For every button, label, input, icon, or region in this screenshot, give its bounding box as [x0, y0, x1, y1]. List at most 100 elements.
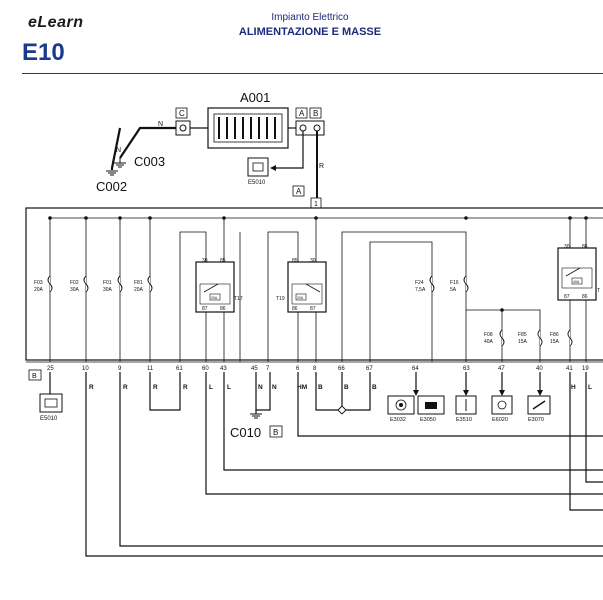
- e3510-icon: [455, 395, 477, 415]
- pin-11: 11: [147, 366, 154, 372]
- connector-pin-1: 1: [314, 201, 318, 208]
- fuse-f86-id: F86: [550, 332, 559, 338]
- fuse-f85-id: F85: [518, 332, 527, 338]
- fuse-f16-id: F16: [450, 280, 459, 286]
- pin-41: 41: [566, 366, 573, 372]
- ground-c002-label: C002: [96, 179, 127, 194]
- relay-t-pin-1: 30: [564, 244, 570, 250]
- fuse-f08-rating: 40A: [484, 339, 494, 345]
- e3070-icon: [527, 395, 551, 415]
- fuse-f81-symbol: [147, 275, 153, 293]
- connector-c-box: C: [179, 109, 185, 118]
- wire-color-19: L: [588, 384, 592, 391]
- fuse-f24-rating: 7,5A: [415, 287, 426, 293]
- pin-63: 63: [463, 366, 470, 372]
- wire-n-label-1: N: [158, 121, 163, 128]
- wire-color-61: R: [183, 384, 188, 391]
- wire-color-60: L: [209, 384, 213, 391]
- fuse-box-outline: [25, 207, 603, 361]
- wire-color-7: N: [272, 384, 277, 391]
- wire-color-67: B: [372, 384, 377, 391]
- e3050-icon: [417, 395, 445, 415]
- relay-t19-pin-3: 86: [292, 306, 298, 312]
- e6020-icon: [491, 395, 513, 415]
- fuse-f02-rating: 30A: [70, 287, 80, 293]
- pin-8: 8: [313, 366, 317, 372]
- fuse-f81-id: F81: [134, 280, 143, 286]
- wire-color-6: HM: [297, 384, 307, 391]
- wire-r-label-1: R: [319, 163, 324, 170]
- brand-logo: eLearn: [28, 14, 84, 31]
- pin-7: 7: [266, 366, 270, 372]
- connector-a-box: A: [299, 109, 305, 118]
- relay-t19-id: T19: [276, 296, 285, 302]
- fuse-f85-symbol: [537, 329, 543, 347]
- relay-t17-pin-2: 85: [220, 258, 226, 264]
- fuse-f01-rating: 30A: [103, 287, 113, 293]
- fuse-f03-rating: 20A: [34, 287, 44, 293]
- pin-43: 43: [220, 366, 227, 372]
- diagram-code: E10: [22, 40, 65, 66]
- fuse-f08-symbol: [499, 329, 505, 347]
- relay-t19-rating: 20A: [297, 296, 304, 300]
- relay-t19-pin-1: 85: [292, 258, 298, 264]
- e5010-top-icon: [247, 157, 269, 177]
- pin-66: 66: [338, 366, 345, 372]
- pin-60: 60: [202, 366, 209, 372]
- pin-45: 45: [251, 366, 258, 372]
- fuse-f02-id: F02: [70, 280, 79, 286]
- ground-c010-icon: [250, 413, 262, 419]
- e3070-label: E3070: [528, 417, 544, 423]
- relay-t17-rating: 20A: [211, 296, 218, 300]
- relay-t-right: [557, 247, 597, 301]
- relay-t17-id: T17: [234, 296, 243, 302]
- fuse-f24-symbol: [429, 275, 435, 293]
- ground-c003-label: C003: [134, 154, 165, 169]
- fuse-f86-symbol: [567, 329, 573, 347]
- fuse-f16-symbol: [463, 275, 469, 293]
- relay-t17-pin-1: 30: [202, 258, 208, 264]
- e3050-label: E3050: [420, 417, 436, 423]
- e3510-label: E3510: [456, 417, 472, 423]
- relay-t19: [287, 261, 327, 313]
- pin-9: 9: [118, 366, 122, 372]
- relay-t17-pin-3: 87: [202, 306, 208, 312]
- pin-6: 6: [296, 366, 300, 372]
- fuse-f01-symbol: [117, 275, 123, 293]
- fuse-f81-rating: 20A: [134, 287, 144, 293]
- e3032-label: E3032: [390, 417, 406, 423]
- e5010-bottom-label: E5010: [40, 416, 58, 422]
- ground-c010-label: C010: [230, 425, 261, 440]
- e5010-bottom-icon: [39, 393, 63, 413]
- wire-color-11: R: [153, 384, 158, 391]
- pin-10: 10: [82, 366, 89, 372]
- fuse-f03-id: F03: [34, 280, 43, 286]
- section-subtitle: Impianto Elettrico: [271, 12, 349, 23]
- relay-t19-pin-4: 87: [310, 306, 316, 312]
- e3032-icon: [387, 395, 415, 415]
- wire-n-label-2: N: [116, 147, 121, 154]
- wire-color-43: L: [227, 384, 231, 391]
- wire-color-41: H: [571, 384, 576, 391]
- header-divider: [22, 73, 603, 74]
- fuse-f16-rating: 5A: [450, 287, 457, 293]
- connector-b-box: B: [313, 109, 318, 118]
- pin-40: 40: [536, 366, 543, 372]
- e5010-top-label: E5010: [248, 180, 266, 186]
- pin-19: 19: [582, 366, 589, 372]
- relay-t-pin-3: 87: [564, 294, 570, 300]
- fuse-f03-symbol: [47, 275, 53, 293]
- relay-t-rating: 40A: [573, 280, 580, 284]
- connector-b-box-3: B: [273, 428, 278, 437]
- pin-25: 25: [47, 366, 54, 372]
- relay-t-id: T: [597, 288, 600, 294]
- wire-color-8: B: [318, 384, 323, 391]
- wire-color-9: R: [123, 384, 128, 391]
- wire-color-45: N: [258, 384, 263, 391]
- wire-color-66: B: [344, 384, 349, 391]
- fuse-f86-rating: 15A: [550, 339, 560, 345]
- relay-t17: [195, 261, 235, 313]
- relay-t17-pin-4: 86: [220, 306, 226, 312]
- e6020-label: E6020: [492, 417, 508, 423]
